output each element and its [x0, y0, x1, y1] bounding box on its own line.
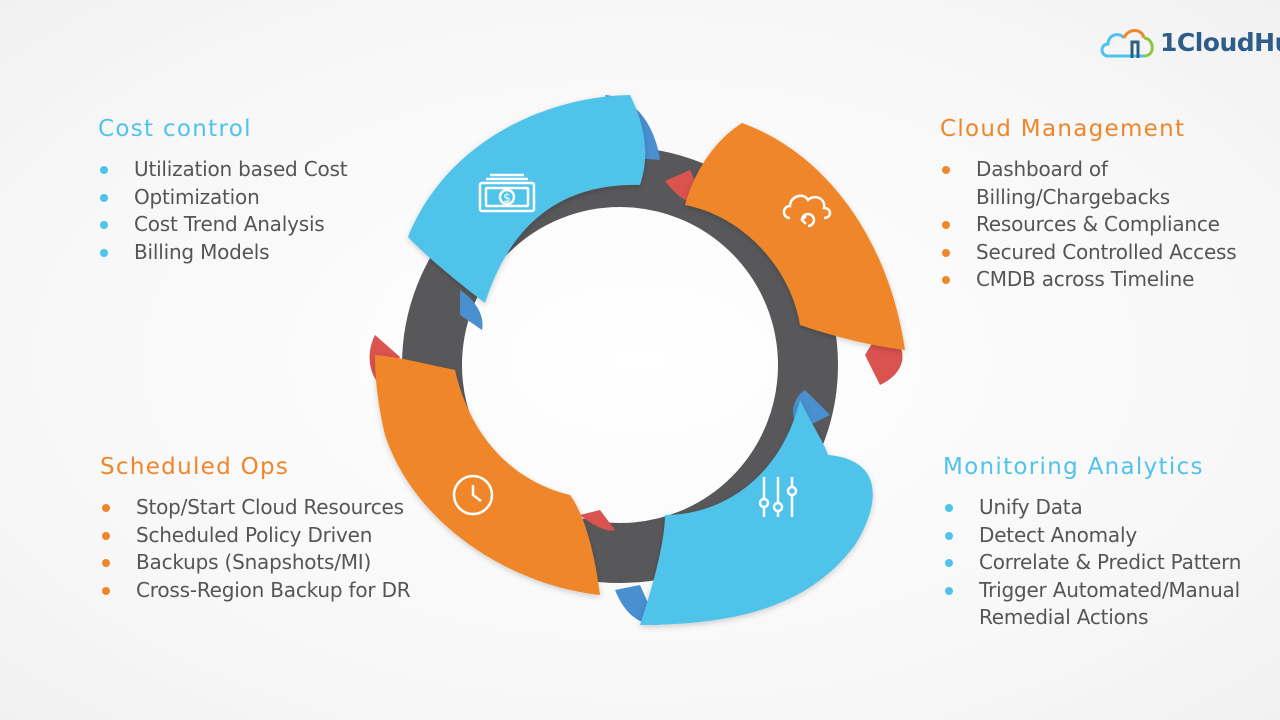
bullet-icon [945, 559, 953, 567]
list-item: Resources & Compliance [940, 211, 1237, 239]
monitoring-analytics-list: Unify Data Detect Anomaly Correlate & Pr… [943, 494, 1241, 632]
list-item: Secured Controlled Access [940, 239, 1237, 267]
list-item: Backups (Snapshots/MI) [100, 549, 411, 577]
sliders-icon [758, 477, 798, 517]
list-item: Correlate & Predict Pattern [943, 549, 1241, 577]
list-item: Detect Anomaly [943, 522, 1241, 550]
bullet-icon [942, 248, 950, 257]
bullet-icon [100, 193, 108, 202]
list-item-label: Utilization based Cost [134, 157, 348, 181]
bullet-icon [945, 586, 953, 595]
cost-control-list: Utilization based Cost Optimization Cost… [98, 156, 348, 267]
list-item-label: Billing/Chargebacks [976, 184, 1170, 209]
scheduled-ops-list: Stop/Start Cloud Resources Scheduled Pol… [100, 494, 411, 604]
svg-text:$: $ [503, 191, 511, 205]
bullet-icon [102, 559, 110, 567]
bullet-icon [102, 586, 110, 595]
segment-scheduled-ops [375, 355, 600, 595]
bullet-icon [100, 166, 108, 174]
logo-text: 1CloudHu [1160, 27, 1280, 57]
list-item-label: Cross-Region Backup for DR [136, 577, 411, 602]
list-item: Cost Trend Analysis [98, 211, 347, 239]
list-item-label: Correlate & Predict Pattern [979, 550, 1242, 574]
clock-icon [452, 474, 494, 516]
bullet-icon [100, 221, 108, 229]
logo: 1CloudHu [1098, 20, 1280, 64]
money-icon: $ [478, 173, 536, 213]
cloud-logo-icon [1100, 29, 1154, 58]
list-item-label: Resources & Compliance [976, 212, 1220, 236]
list-item: Unify Data [943, 494, 1241, 522]
list-item-label: Detect Anomaly [979, 522, 1137, 547]
monitoring-analytics-panel: Monitoring Analytics Unify Data Detect A… [943, 454, 1241, 632]
list-item-label: Secured Controlled Access [976, 239, 1237, 264]
cloud-management-title: Cloud Management [940, 116, 1186, 142]
list-item-label: Unify Data [979, 495, 1083, 519]
bullet-icon [942, 276, 950, 284]
cycle-diagram: $ [369, 95, 905, 625]
bullet-icon [945, 531, 953, 540]
list-item-label: Billing Models [134, 239, 270, 264]
fold-left-blue [460, 290, 483, 330]
bullet-icon [102, 504, 110, 512]
list-item-label: Backups (Snapshots/MI) [136, 550, 372, 574]
list-item-label: CMDB across Timeline [976, 267, 1195, 291]
cloud-sync-icon [782, 194, 832, 228]
segment-cloud-management [685, 123, 905, 350]
list-item: Dashboard of Billing/Chargebacks [940, 156, 1237, 211]
bullet-icon [945, 504, 953, 512]
segment-monitoring-analytics [640, 400, 873, 625]
list-item-label: Trigger Automated/Manual [979, 577, 1240, 602]
list-item: Utilization based Cost [98, 156, 348, 184]
list-item-label: Cost Trend Analysis [134, 212, 325, 236]
scheduled-ops-title: Scheduled Ops [100, 454, 290, 480]
list-item: Optimization [98, 184, 347, 212]
scheduled-ops-panel: Scheduled Ops Stop/Start Cloud Resources… [100, 454, 411, 604]
bullet-icon [942, 166, 950, 174]
bullet-icon [102, 531, 110, 540]
bullet-icon [100, 248, 108, 257]
list-item: Scheduled Policy Driven [100, 522, 411, 550]
list-item-label: Scheduled Policy Driven [136, 522, 373, 547]
list-item: Stop/Start Cloud Resources [100, 494, 411, 522]
cloud-management-list: Dashboard of Billing/Chargebacks Resource… [940, 156, 1237, 294]
list-item: Billing Models [98, 239, 347, 267]
list-item-label: Optimization [134, 184, 260, 209]
cloud-management-panel: Cloud Management Dashboard of Billing/Cha… [940, 116, 1237, 294]
cost-control-panel: Cost control Utilization based Cost Opti… [98, 116, 348, 267]
list-item-label: Remedial Actions [979, 605, 1149, 629]
list-item: CMDB across Timeline [940, 266, 1237, 294]
fold-bottom-right [580, 510, 615, 531]
cost-control-title: Cost control [98, 116, 252, 142]
list-item-label: Stop/Start Cloud Resources [136, 495, 404, 519]
monitoring-analytics-title: Monitoring Analytics [943, 454, 1204, 480]
list-item: Cross-Region Backup for DR [100, 577, 411, 605]
list-item-label: Dashboard of [976, 157, 1108, 181]
bullet-icon [942, 221, 950, 229]
segment-cost-control [408, 95, 646, 303]
